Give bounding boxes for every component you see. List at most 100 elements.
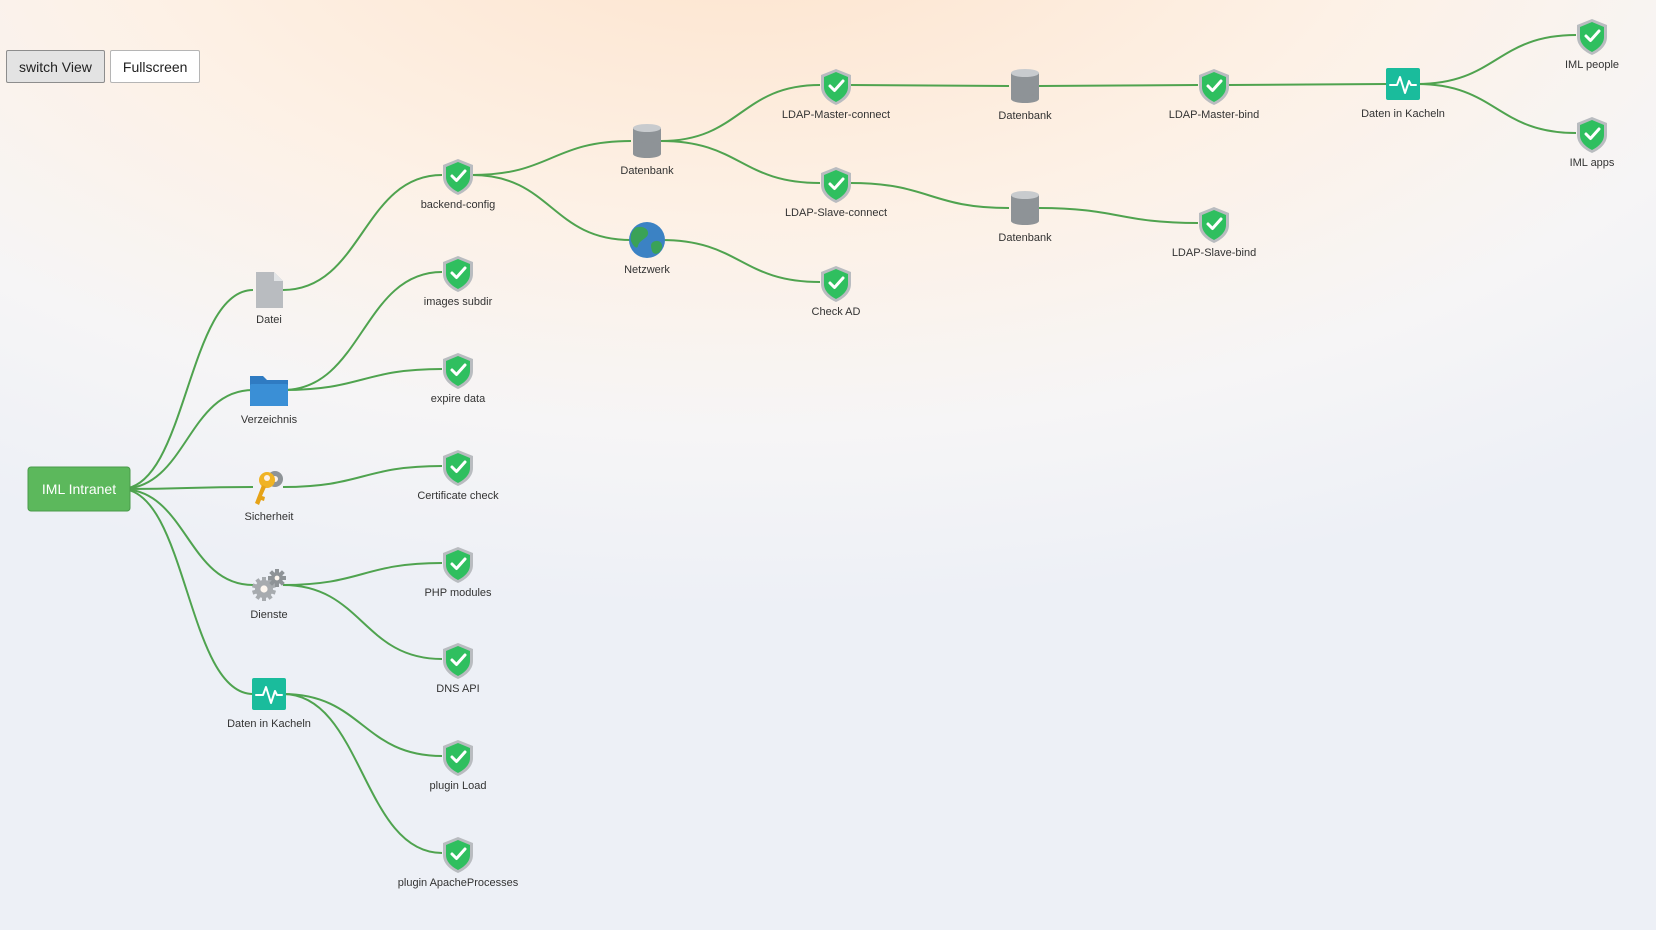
node-label: IML apps — [1570, 157, 1615, 169]
node-label: expire data — [431, 393, 486, 405]
edge-n_ldaps-n_db3 — [849, 182, 1010, 209]
node-load[interactable]: plugin Load — [430, 740, 487, 792]
switch-view-button[interactable]: switch View — [6, 50, 105, 83]
node-ldaps[interactable]: LDAP-Slave-connect — [785, 167, 887, 219]
edge-n_ldapm-n_db2 — [849, 84, 1010, 87]
edge-root-n_verz — [120, 389, 254, 490]
node-label: Sicherheit — [245, 511, 294, 523]
node-label: LDAP-Slave-bind — [1172, 247, 1256, 259]
node-images[interactable]: images subdir — [424, 256, 493, 308]
node-kacheln2[interactable]: Daten in Kacheln — [1361, 68, 1445, 120]
edge-n_backend-n_netz — [471, 174, 632, 241]
pulse-tile-icon — [1386, 68, 1420, 100]
node-label: Check AD — [812, 306, 861, 318]
shield-check-icon — [1577, 19, 1607, 55]
edge-n_kacheln2-n_apps — [1416, 83, 1577, 134]
database-icon — [633, 124, 661, 158]
folder-icon — [250, 376, 288, 406]
node-sbind[interactable]: LDAP-Slave-bind — [1172, 207, 1256, 259]
node-ad[interactable]: Check AD — [812, 266, 861, 318]
node-backend[interactable]: backend-config — [421, 159, 496, 211]
edge-n_dienste-n_dns — [282, 584, 443, 660]
toolbar: switch View Fullscreen — [6, 50, 201, 83]
database-icon — [1011, 69, 1039, 103]
node-apps[interactable]: IML apps — [1570, 117, 1615, 169]
node-label: Datei — [256, 314, 282, 326]
root-node-iml-intranet[interactable]: IML Intranet — [27, 466, 131, 512]
node-label: LDAP-Master-connect — [782, 109, 890, 121]
fullscreen-button[interactable]: Fullscreen — [109, 50, 201, 83]
shield-check-icon — [821, 69, 851, 105]
node-label: PHP modules — [424, 587, 492, 599]
edge-n_sich-n_cert — [282, 465, 443, 488]
edge-n_verz-n_expire — [282, 368, 443, 391]
edges-layer — [120, 34, 1577, 854]
node-expire[interactable]: expire data — [431, 353, 486, 405]
shield-check-icon — [821, 167, 851, 203]
edge-root-n_datei — [120, 289, 254, 490]
node-php[interactable]: PHP modules — [424, 547, 492, 599]
node-people[interactable]: IML people — [1565, 19, 1619, 71]
node-label: Daten in Kacheln — [1361, 108, 1445, 120]
edge-n_backend-n_db1 — [471, 140, 632, 176]
node-ldapm[interactable]: LDAP-Master-connect — [782, 69, 890, 121]
edge-root-n_sich — [120, 486, 254, 490]
node-label: Datenbank — [620, 165, 674, 177]
pulse-tile-icon — [252, 678, 286, 710]
shield-check-icon — [443, 256, 473, 292]
node-datei[interactable]: Datei — [256, 272, 283, 326]
shield-check-icon — [1199, 207, 1229, 243]
edge-n_datei-n_backend — [282, 174, 443, 291]
shield-check-icon — [443, 450, 473, 486]
shield-check-icon — [443, 353, 473, 389]
edge-n_mbind-n_kacheln2 — [1227, 83, 1388, 86]
nodes-layer: IML Intranet DateiVerzeichnisSicherheitDi… — [27, 19, 1619, 889]
node-label: Daten in Kacheln — [227, 718, 311, 730]
node-label: plugin Load — [430, 780, 487, 792]
shield-check-icon — [1199, 69, 1229, 105]
node-label: plugin ApacheProcesses — [398, 877, 519, 889]
edge-n_verz-n_images — [282, 271, 443, 391]
node-label: Datenbank — [998, 232, 1052, 244]
node-db3[interactable]: Datenbank — [998, 191, 1052, 244]
node-apache[interactable]: plugin ApacheProcesses — [398, 837, 519, 889]
node-label: Netzwerk — [624, 264, 670, 276]
node-kacheln1[interactable]: Daten in Kacheln — [227, 678, 311, 730]
shield-check-icon — [443, 643, 473, 679]
edge-n_db1-n_ldaps — [660, 140, 821, 184]
edge-n_netz-n_ad — [660, 239, 821, 283]
node-label: IML people — [1565, 59, 1619, 71]
edge-n_db1-n_ldapm — [660, 84, 821, 142]
node-sich[interactable]: Sicherheit — [245, 471, 294, 523]
shield-check-icon — [821, 266, 851, 302]
node-label: Datenbank — [998, 110, 1052, 122]
node-label: backend-config — [421, 199, 496, 211]
node-dns[interactable]: DNS API — [436, 643, 480, 695]
node-verz[interactable]: Verzeichnis — [241, 376, 298, 426]
database-icon — [1011, 191, 1039, 225]
shield-check-icon — [443, 159, 473, 195]
shield-check-icon — [443, 837, 473, 873]
node-mbind[interactable]: LDAP-Master-bind — [1169, 69, 1259, 121]
node-label: LDAP-Master-bind — [1169, 109, 1259, 121]
key-icon — [255, 471, 283, 505]
shield-check-icon — [443, 547, 473, 583]
node-label: Verzeichnis — [241, 414, 298, 426]
node-db2[interactable]: Datenbank — [998, 69, 1052, 122]
edge-n_db3-n_sbind — [1038, 207, 1199, 224]
shield-check-icon — [443, 740, 473, 776]
edge-n_db2-n_mbind — [1038, 84, 1199, 87]
globe-icon — [629, 222, 665, 258]
node-db1[interactable]: Datenbank — [620, 124, 674, 177]
edge-root-n_kacheln1 — [120, 488, 254, 695]
node-label: Certificate check — [417, 490, 499, 502]
node-netz[interactable]: Netzwerk — [624, 222, 670, 276]
node-cert[interactable]: Certificate check — [417, 450, 499, 502]
root-node-label: IML Intranet — [42, 481, 116, 497]
gears-icon — [251, 569, 286, 601]
edge-n_kacheln2-n_people — [1416, 34, 1577, 85]
shield-check-icon — [1577, 117, 1607, 153]
node-dienste[interactable]: Dienste — [250, 569, 288, 621]
edge-n_kacheln1-n_load — [282, 693, 443, 757]
